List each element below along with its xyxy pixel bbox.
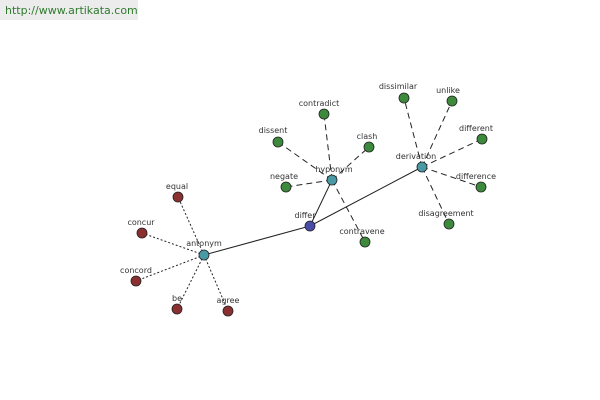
node-label-disagreement: disagreement [418,209,473,218]
node-be[interactable]: be [171,294,183,315]
edge-hyponym-negate [285,179,333,188]
node-marker-dissent[interactable] [272,136,284,148]
edge-derivation-different [421,138,483,168]
edge-differ-hyponym [309,179,333,227]
node-label-concord: concord [120,266,152,275]
node-dissimilar[interactable]: dissimilar [379,82,418,104]
node-marker-concur[interactable] [136,227,148,239]
watermark-banner: http://www.artikata.com [0,0,138,20]
edge-antonym-concur [141,232,205,256]
node-label-agree: agree [217,296,240,305]
edge-differ-antonym [203,225,311,256]
node-label-dissent: dissent [259,126,288,135]
graph-edges [135,97,483,312]
node-marker-derivation[interactable] [416,161,428,173]
node-marker-be[interactable] [171,303,183,315]
node-marker-concord[interactable] [130,275,142,287]
node-marker-different[interactable] [476,133,488,145]
node-dissent[interactable]: dissent [259,126,288,148]
node-agree[interactable]: agree [217,296,240,317]
node-contradict[interactable]: contradict [299,99,340,120]
edge-derivation-unlike [421,100,453,168]
edge-hyponym-contradict [323,113,333,181]
node-marker-differ[interactable] [304,220,316,232]
graph-nodes: differ antonym hyponym derivation equal concu… [120,82,496,317]
node-label-contravene: contravene [339,227,384,236]
node-label-hyponym: hyponym [315,165,353,174]
node-marker-antonym[interactable] [198,249,210,261]
edge-derivation-dissimilar [403,97,423,168]
edge-hyponym-contravene [331,179,366,243]
node-concur[interactable]: concur [127,218,155,239]
node-marker-negate[interactable] [280,181,292,193]
node-concord[interactable]: concord [120,266,152,287]
node-clash[interactable]: clash [357,132,378,153]
node-marker-contradict[interactable] [318,108,330,120]
node-label-difference: difference [456,172,496,181]
node-label-equal: equal [166,182,188,191]
edge-antonym-equal [177,196,205,256]
node-label-concur: concur [127,218,155,227]
node-label-differ: differ [294,211,316,220]
node-marker-hyponym[interactable] [326,174,338,186]
node-label-negate: negate [270,172,298,181]
node-label-clash: clash [357,132,378,141]
node-negate[interactable]: negate [270,172,298,193]
node-marker-agree[interactable] [222,305,234,317]
edge-hyponym-dissent [277,141,333,181]
watermark-url: http://www.artikata.com [5,4,138,17]
node-label-unlike: unlike [436,86,460,95]
node-marker-equal[interactable] [172,191,184,203]
edge-derivation-difference [421,166,482,188]
node-label-derivation: derivation [396,152,436,161]
node-equal[interactable]: equal [166,182,188,203]
node-label-antonym: antonym [186,239,222,248]
node-contravene[interactable]: contravene [339,227,385,248]
node-label-contradict: contradict [299,99,340,108]
node-unlike[interactable]: unlike [436,86,460,107]
node-label-different: different [459,124,493,133]
node-marker-difference[interactable] [475,181,487,193]
node-marker-dissimilar[interactable] [398,92,410,104]
edge-differ-derivation [309,166,423,227]
node-marker-clash[interactable] [363,141,375,153]
node-difference[interactable]: difference [456,172,496,193]
edge-hyponym-clash [331,146,370,181]
node-differ[interactable]: differ [294,211,316,232]
node-marker-contravene[interactable] [359,236,371,248]
node-derivation[interactable]: derivation [396,152,436,173]
node-marker-disagreement[interactable] [443,218,455,230]
node-different[interactable]: different [459,124,493,145]
node-hyponym[interactable]: hyponym [315,165,353,186]
node-marker-unlike[interactable] [446,95,458,107]
node-antonym[interactable]: antonym [186,239,222,261]
node-label-dissimilar: dissimilar [379,82,418,91]
edge-derivation-disagreement [421,166,450,225]
edge-antonym-concord [135,254,205,282]
node-disagreement[interactable]: disagreement [418,209,474,230]
node-label-be: be [172,294,182,303]
